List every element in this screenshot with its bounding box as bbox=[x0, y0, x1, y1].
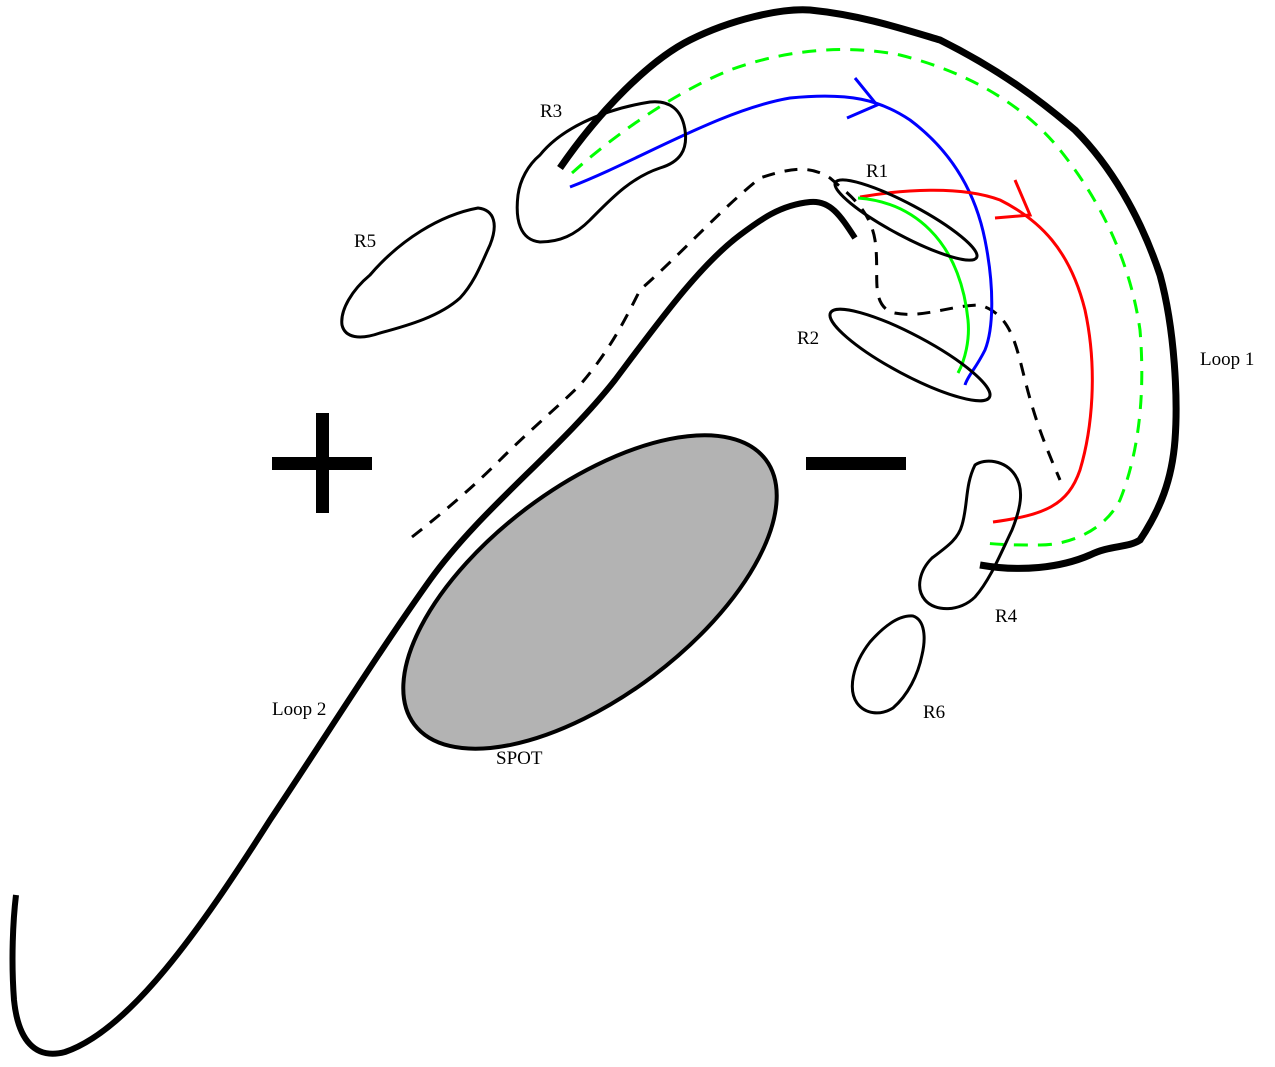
label-r3: R3 bbox=[540, 101, 562, 122]
label-r5: R5 bbox=[354, 231, 376, 252]
label-loop-2: Loop 2 bbox=[272, 699, 326, 720]
plus-sign-icon bbox=[272, 413, 372, 513]
label-r1: R1 bbox=[866, 161, 888, 182]
minus-sign-icon bbox=[806, 457, 906, 470]
label-r6: R6 bbox=[923, 702, 945, 723]
label-r4: R4 bbox=[995, 606, 1018, 627]
region-r5 bbox=[342, 208, 494, 337]
region-r1 bbox=[828, 168, 984, 271]
region-r3 bbox=[517, 102, 685, 242]
region-r6 bbox=[852, 616, 924, 713]
green-field-line bbox=[858, 198, 968, 373]
label-r2: R2 bbox=[797, 328, 819, 349]
label-spot: SPOT bbox=[496, 748, 543, 769]
region-r2 bbox=[821, 295, 999, 415]
region-r4 bbox=[920, 461, 1021, 609]
label-loop-1: Loop 1 bbox=[1200, 349, 1254, 370]
